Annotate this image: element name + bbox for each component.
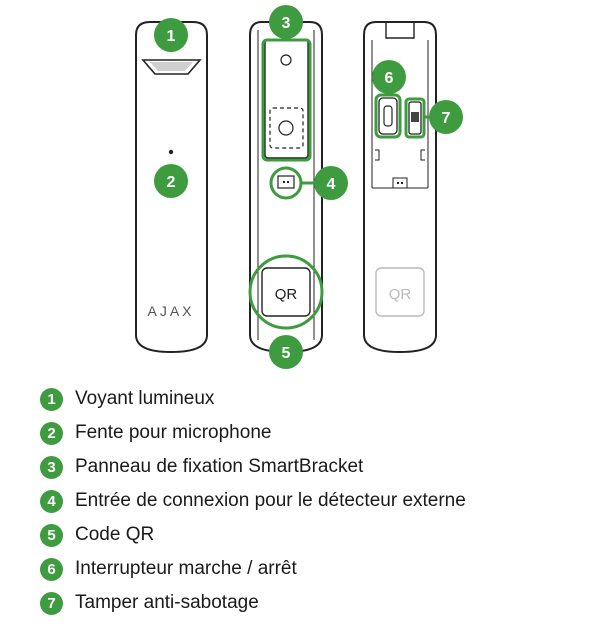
- legend-list: 1 Voyant lumineux 2 Fente pour microphon…: [40, 382, 580, 620]
- legend-label: Tamper anti-sabotage: [75, 592, 259, 613]
- qr-code-box: [261, 267, 311, 317]
- legend-number: 6: [40, 557, 63, 581]
- legend-number: 1: [40, 387, 63, 411]
- highlight-bracket: [261, 38, 312, 162]
- legend-number: 3: [40, 455, 63, 479]
- callout-badge-6: 6: [372, 60, 406, 94]
- legend-item: 1 Voyant lumineux: [40, 382, 580, 416]
- legend-label: Interrupteur marche / arrêt: [75, 558, 297, 579]
- callout-badge-5: 5: [269, 335, 303, 369]
- svg-text:6: 6: [385, 70, 394, 87]
- svg-text:7: 7: [442, 110, 451, 127]
- legend-item: 6 Interrupteur marche / arrêt: [40, 552, 580, 586]
- callout-badge-2: 2: [154, 164, 188, 198]
- callout-badge-7: 7: [424, 100, 463, 134]
- legend-item: 4 Entrée de connexion pour le détecteur …: [40, 484, 580, 518]
- legend-item: 7 Tamper anti-sabotage: [40, 586, 580, 620]
- callout-badge-4: 4: [301, 166, 348, 200]
- callout-badge-3: 3: [269, 5, 303, 39]
- device-back-open: QR: [363, 21, 437, 354]
- legend-item: 2 Fente pour microphone: [40, 416, 580, 450]
- legend-label: Panneau de fixation SmartBracket: [75, 456, 364, 477]
- brand-logo: AJAX: [147, 303, 194, 319]
- svg-text:2: 2: [167, 174, 176, 191]
- svg-text:5: 5: [282, 345, 291, 362]
- legend-label: Voyant lumineux: [75, 388, 215, 409]
- legend-number: 7: [40, 591, 63, 615]
- svg-text:4: 4: [327, 176, 336, 193]
- qr-code-box-faded: [375, 267, 425, 317]
- legend-label: Entrée de connexion pour le détecteur ex…: [75, 490, 466, 511]
- svg-text:3: 3: [282, 15, 291, 32]
- legend-label: Code QR: [75, 524, 155, 545]
- external-connector: [277, 175, 295, 189]
- svg-text:1: 1: [167, 28, 176, 45]
- legend-item: 5 Code QR: [40, 518, 580, 552]
- callout-badges: 1 2 3 4 5 6 7: [154, 5, 463, 369]
- legend-number: 5: [40, 523, 63, 547]
- highlight-switch: [374, 93, 402, 139]
- legend-number: 2: [40, 421, 63, 445]
- legend-item: 3 Panneau de fixation SmartBracket: [40, 450, 580, 484]
- qr-code-label-faded: QR: [389, 286, 412, 303]
- highlight-qr: [248, 254, 324, 330]
- device-diagram: AJAX QR QR: [135, 5, 463, 369]
- legend-number: 4: [40, 489, 63, 513]
- qr-code-label: QR: [275, 286, 298, 303]
- legend-label: Fente pour microphone: [75, 422, 272, 443]
- callout-badge-1: 1: [154, 18, 188, 52]
- microphone-hole: [168, 149, 174, 155]
